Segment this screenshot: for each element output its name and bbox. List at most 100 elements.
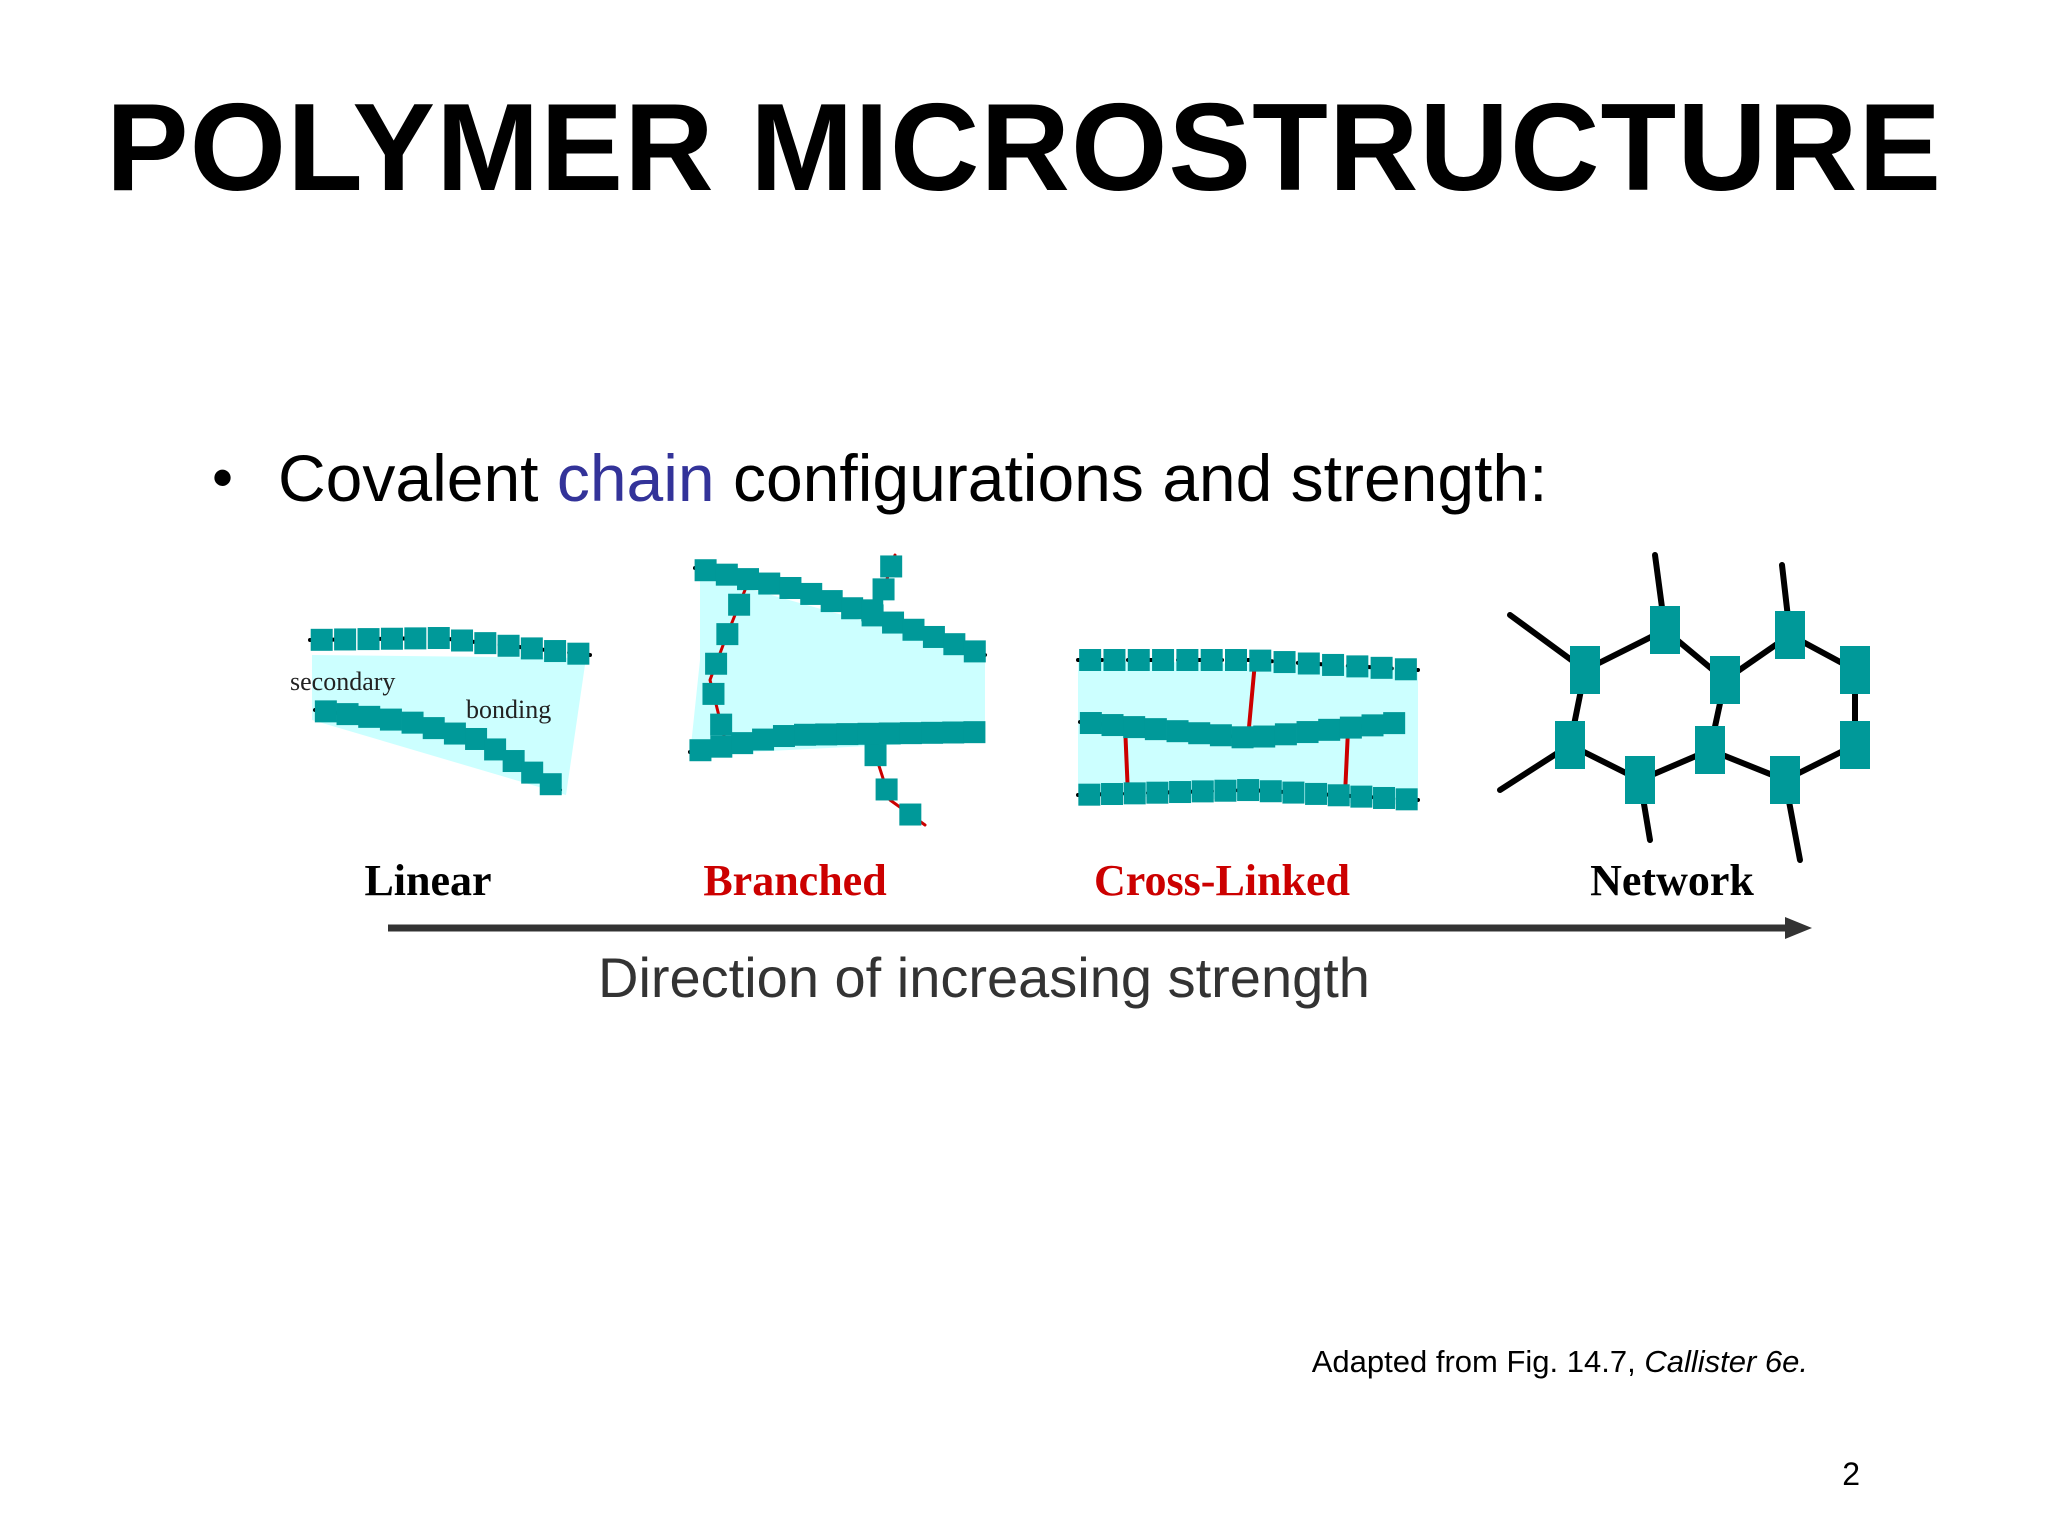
branched-chain-bottom-bead — [752, 728, 775, 751]
crosslinked-chain-top-bead — [1297, 652, 1320, 675]
branched-chain-top-bead — [943, 633, 966, 656]
crosslinked-chain-middle-bead — [1209, 724, 1232, 747]
crosslinked-chain-bottom-bead — [1101, 783, 1124, 806]
crosslinked-chain-bottom-bead — [1237, 779, 1260, 802]
branched-chain-top-bead — [779, 576, 802, 599]
linear-chain-bottom-bead — [443, 722, 466, 745]
branched-chain-bottom-bead — [921, 721, 944, 744]
linear-chain-top-bead — [404, 627, 427, 650]
crosslinked-chain-bottom-bead — [1169, 781, 1192, 804]
crosslinked-chain-top-bead — [1127, 649, 1150, 671]
branched-branch-left-bead — [702, 682, 725, 705]
linear-chain-top-bead — [544, 640, 567, 663]
branched-branch-down-bead — [899, 803, 922, 826]
crosslinked-chain-bottom-bead — [1191, 780, 1214, 803]
branched-chain-bottom-bead — [710, 735, 733, 758]
bullet-text-before: Covalent — [278, 441, 557, 515]
branched-chain-top-bead — [902, 618, 925, 641]
branched-chain-bottom-bead — [899, 722, 922, 745]
linear-chain-bottom-bead — [401, 711, 424, 734]
crosslinked-chain-middle-bead — [1144, 718, 1167, 741]
bullet-text: Covalent chain configurations and streng… — [278, 438, 1547, 518]
network-node — [1775, 611, 1805, 659]
strength-arrow — [388, 917, 1812, 939]
branched-chain-bottom-bead — [963, 721, 986, 744]
linear-chain-bottom-bead — [465, 727, 488, 750]
linear-chain-bottom-bead — [422, 717, 445, 740]
branched-chain-top-bead — [922, 625, 945, 648]
linear-chain-top-bead — [334, 628, 357, 651]
crosslinked-chain-top-bead — [1249, 649, 1272, 672]
linear-chain-top-bead — [567, 642, 590, 665]
branched-branch-left-bead — [728, 593, 751, 616]
crosslinked-chain-top-bead — [1103, 649, 1126, 671]
branched-chain-top-bead — [715, 563, 738, 586]
linear-chain-bottom-bead — [336, 703, 359, 726]
crosslinked-chain-bottom-bead — [1373, 786, 1396, 809]
page-number: 2 — [1842, 1456, 1860, 1492]
branched-branch-down-bead — [864, 744, 887, 767]
crosslinked-chain-middle-bead — [1188, 722, 1211, 745]
crosslinked-chain-top-bead — [1346, 655, 1369, 678]
crosslinked-chain-bottom-bead — [1123, 782, 1146, 805]
crosslinked-chain-bottom-bead — [1259, 780, 1282, 803]
linear-chain-top-bead — [380, 627, 403, 650]
branched-branch-down-bead — [875, 778, 898, 801]
crosslinked-chain-middle-bead — [1318, 718, 1341, 741]
label-cross-linked: Cross-Linked — [1094, 856, 1350, 905]
branched-branch-up-bead — [880, 555, 903, 578]
network-node — [1555, 721, 1585, 769]
slide-title: POLYMER MICROSTRUCTURE — [105, 79, 1943, 217]
network-node — [1650, 606, 1680, 654]
crosslinked-chain-top-bead — [1370, 656, 1393, 679]
branched-chain-top-bead — [963, 640, 986, 663]
crosslinked-chain-top-bead — [1152, 649, 1175, 671]
network-node — [1840, 646, 1870, 694]
crosslinked-chain-middle-bead — [1383, 712, 1406, 735]
arrow-head — [1785, 917, 1812, 939]
linear-chain-top-bead — [451, 629, 474, 652]
network-node — [1770, 756, 1800, 804]
linear-chain-top-bead — [427, 627, 450, 650]
network-node — [1710, 656, 1740, 704]
branched-chain-top-bead — [800, 582, 823, 605]
source-prefix: Adapted from Fig. 14.7, — [1311, 1344, 1645, 1379]
arrow-caption: Direction of increasing strength — [598, 946, 1370, 1009]
crosslinked-chain-middle-bead — [1166, 720, 1189, 743]
branched-chain-top-bead — [882, 611, 905, 634]
branched-chain-bottom-bead — [942, 721, 965, 744]
branched-chain-bottom-bead — [815, 723, 838, 746]
branched-chain-top-bead — [841, 597, 864, 620]
linear-chain-bottom-bead — [484, 738, 507, 761]
branched-branch-left-bead — [705, 652, 728, 675]
crosslinked-chain-middle-bead — [1274, 723, 1297, 746]
crosslinked-chain-top-bead — [1079, 649, 1102, 671]
bullet-dot: • — [212, 444, 234, 511]
crosslinked-chain-middle-bead — [1231, 726, 1254, 749]
linear-chain-bottom-bead — [539, 773, 562, 796]
figure-source-citation: Adapted from Fig. 14.7, Callister 6e. — [1312, 1342, 1808, 1382]
crosslinked-chain-bottom-bead — [1214, 779, 1237, 802]
crosslinked-chain-top-bead — [1176, 649, 1199, 671]
label-network: Network — [1590, 856, 1754, 905]
branched-chain-bottom-bead — [878, 722, 901, 745]
linear-chain-bottom-bead — [521, 761, 544, 784]
branched-chain-bottom-bead — [794, 723, 817, 746]
branched-chain-bottom-bead — [857, 722, 880, 745]
crosslinked-chain-bottom-bead — [1078, 783, 1101, 806]
linear-chain-bottom-bead — [502, 750, 525, 773]
branched-chain-top-bead — [694, 559, 717, 582]
crosslinked-chain-top-bead — [1200, 649, 1223, 671]
crosslinked-chain-bottom-bead — [1327, 784, 1350, 807]
annotation-secondary: secondary — [290, 667, 395, 696]
source-book: Callister 6e. — [1644, 1344, 1808, 1379]
linear-chain-bottom-bead — [358, 705, 381, 728]
branched-chain-top-bead — [737, 568, 760, 591]
branched-branch-up-bead — [872, 578, 895, 601]
monomer-beads — [310, 555, 1870, 826]
linear-chain-top-bead — [474, 632, 497, 655]
crosslink-1 — [1246, 660, 1257, 740]
annotation-bonding: bonding — [466, 695, 551, 724]
crosslinked-chain-bottom-bead — [1305, 782, 1328, 805]
